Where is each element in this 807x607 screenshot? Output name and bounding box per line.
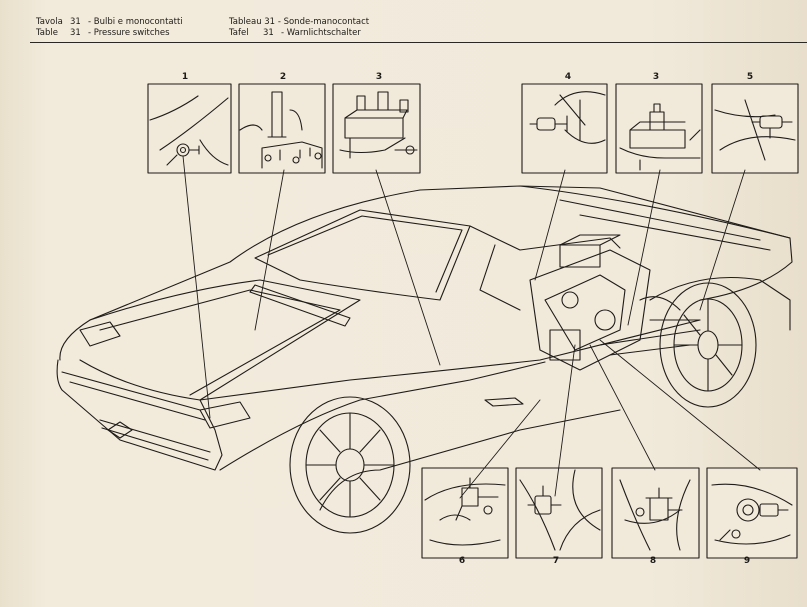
inset-2 [238,83,326,174]
callout-8: 8 [649,556,657,566]
callout-3-left: 3 [375,72,383,82]
inset-3-right [615,83,703,174]
callout-2: 2 [279,72,287,82]
inset-9 [706,467,798,559]
car-body [56,185,793,534]
callout-4: 4 [564,72,572,82]
callout-9: 9 [743,556,751,566]
inset-8 [611,467,700,559]
header-french: Tableau 31 - Sonde-manocontact [229,17,370,27]
inset-7 [515,467,603,559]
inset-5 [711,83,799,174]
leader-lines [182,155,761,499]
callout-5: 5 [746,72,754,82]
inset-1 [147,83,232,174]
callout-7: 7 [552,556,560,566]
header-rule [30,42,807,43]
callout-6: 6 [458,556,466,566]
inset-4 [521,83,608,174]
inset-3-left [332,83,421,174]
callout-3-right: 3 [652,72,660,82]
callout-1: 1 [181,72,189,82]
inset-6 [421,467,509,559]
